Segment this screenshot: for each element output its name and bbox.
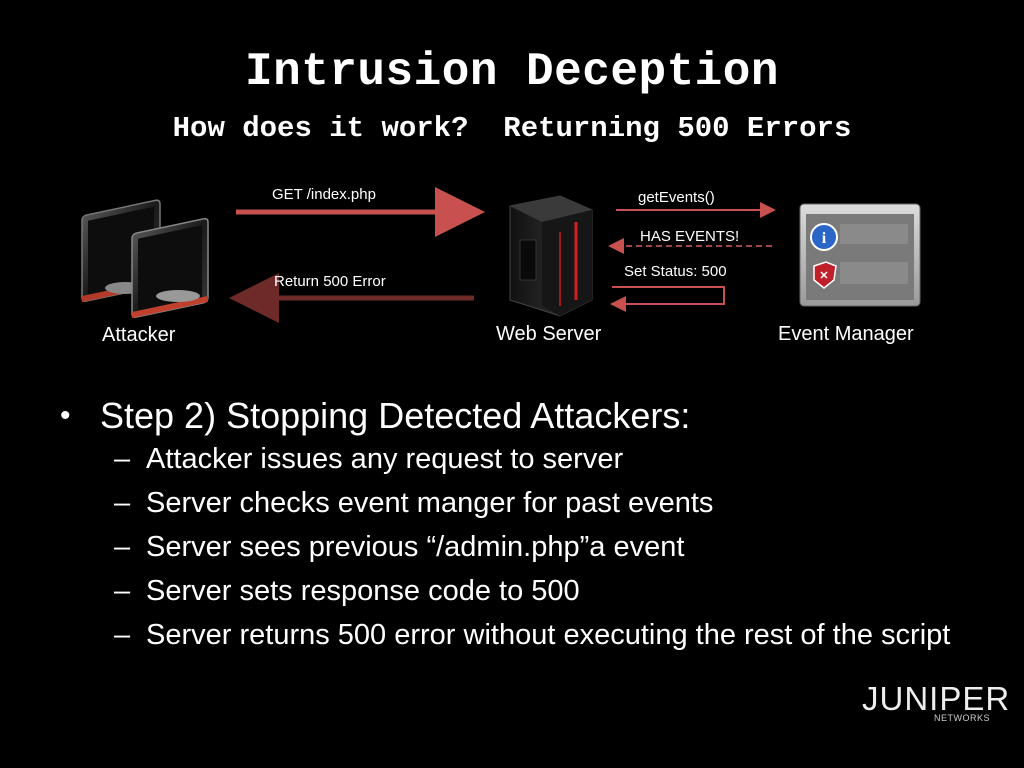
main-bullet: • Step 2) Stopping Detected Attackers:: [60, 392, 980, 440]
event-manager-icon: i ✕: [799, 203, 921, 307]
sub-bullet-text: Server checks event manger for past even…: [146, 487, 714, 519]
sub-bullet-dash: –: [114, 443, 131, 475]
sub-bullet-dash: –: [114, 531, 131, 563]
juniper-logo: JUNIPER NETWORKS: [862, 680, 1012, 724]
has-events-label: HAS EVENTS!: [640, 228, 740, 245]
slide-subtitle: How does it work? Returning 500 Errors: [172, 112, 852, 145]
sub-bullet-dash: –: [114, 575, 131, 607]
set-status-label: Set Status: 500: [624, 263, 727, 280]
sub-bullet: – Server sees previous “/admin.php”a eve…: [114, 530, 980, 565]
sub-bullet-list: – Attacker issues any request to server …: [114, 442, 980, 653]
sub-bullet-text: Server sees previous “/admin.php”a event: [146, 531, 685, 563]
main-bullet-text: Step 2) Stopping Detected Attackers:: [100, 395, 691, 436]
web-server-label: Web Server: [496, 323, 602, 345]
bullet-list: • Step 2) Stopping Detected Attackers: –…: [60, 392, 980, 662]
return-error-label: Return 500 Error: [274, 273, 386, 290]
web-server-icon: [509, 195, 593, 317]
logo-subtext: NETWORKS: [934, 713, 991, 723]
event-manager-label: Event Manager: [778, 323, 914, 345]
sub-bullet-text: Server sets response code to 500: [146, 575, 580, 607]
flow-diagram: i ✕ GET /index.php Return 500 Error getE…: [0, 0, 1024, 380]
sub-bullet-text: Attacker issues any request to server: [146, 443, 624, 475]
diagram-graphics: i ✕: [81, 187, 921, 323]
set-status-arrow: [610, 286, 725, 312]
attacker-monitors-icon: [81, 199, 209, 319]
slide-title: Intrusion Deception: [245, 46, 779, 98]
bullet-dot: •: [60, 399, 71, 432]
sub-bullet: – Server sets response code to 500: [114, 574, 980, 609]
sub-bullet-dash: –: [114, 619, 131, 651]
get-request-label: GET /index.php: [272, 186, 376, 203]
attacker-label: Attacker: [102, 324, 176, 346]
sub-bullet-text: Server returns 500 error without executi…: [146, 619, 951, 651]
svg-text:✕: ✕: [819, 270, 828, 282]
logo-wordmark: JUNIPER: [862, 680, 1011, 717]
sub-bullet: – Attacker issues any request to server: [114, 442, 980, 477]
sub-bullet: – Server returns 500 error without execu…: [114, 618, 980, 653]
sub-bullet-dash: –: [114, 487, 131, 519]
sub-bullet: – Server checks event manger for past ev…: [114, 486, 980, 521]
svg-text:i: i: [822, 230, 827, 247]
get-events-label: getEvents(): [638, 189, 715, 206]
